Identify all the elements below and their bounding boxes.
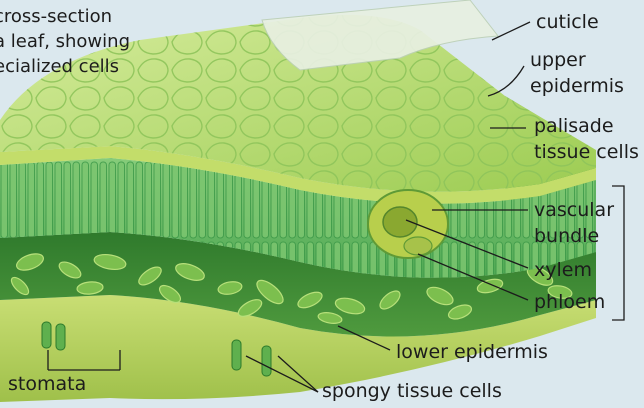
leader-cuticle (492, 22, 530, 40)
label-palisade: palisade tissue cells (534, 113, 639, 165)
label-phloem: phloem (534, 289, 605, 315)
label-xylem: xylem (534, 257, 592, 283)
caption-line-2: a leaf, showing (0, 29, 130, 54)
label-upper-epidermis: upper epidermis (530, 47, 624, 99)
label-vascular-bundle: vascular bundle (534, 197, 614, 249)
label-vascular-line-1: vascular (534, 197, 614, 223)
label-upper-epidermis-line-2: epidermis (530, 73, 624, 99)
cuticle-film (262, 0, 498, 70)
label-upper-epidermis-line-1: upper (530, 47, 624, 73)
label-cuticle: cuticle (536, 9, 599, 35)
caption: cross-section a leaf, showing ecialized … (0, 4, 130, 79)
caption-line-1: cross-section (0, 4, 130, 29)
label-spongy-tissue: spongy tissue cells (322, 378, 502, 404)
label-palisade-line-1: palisade (534, 113, 639, 139)
caption-line-3: ecialized cells (0, 54, 130, 79)
phloem-shape (404, 237, 432, 255)
label-lower-epidermis: lower epidermis (396, 339, 548, 365)
label-vascular-line-2: bundle (534, 223, 614, 249)
label-stomata: stomata (8, 371, 86, 397)
label-palisade-line-2: tissue cells (534, 139, 639, 165)
